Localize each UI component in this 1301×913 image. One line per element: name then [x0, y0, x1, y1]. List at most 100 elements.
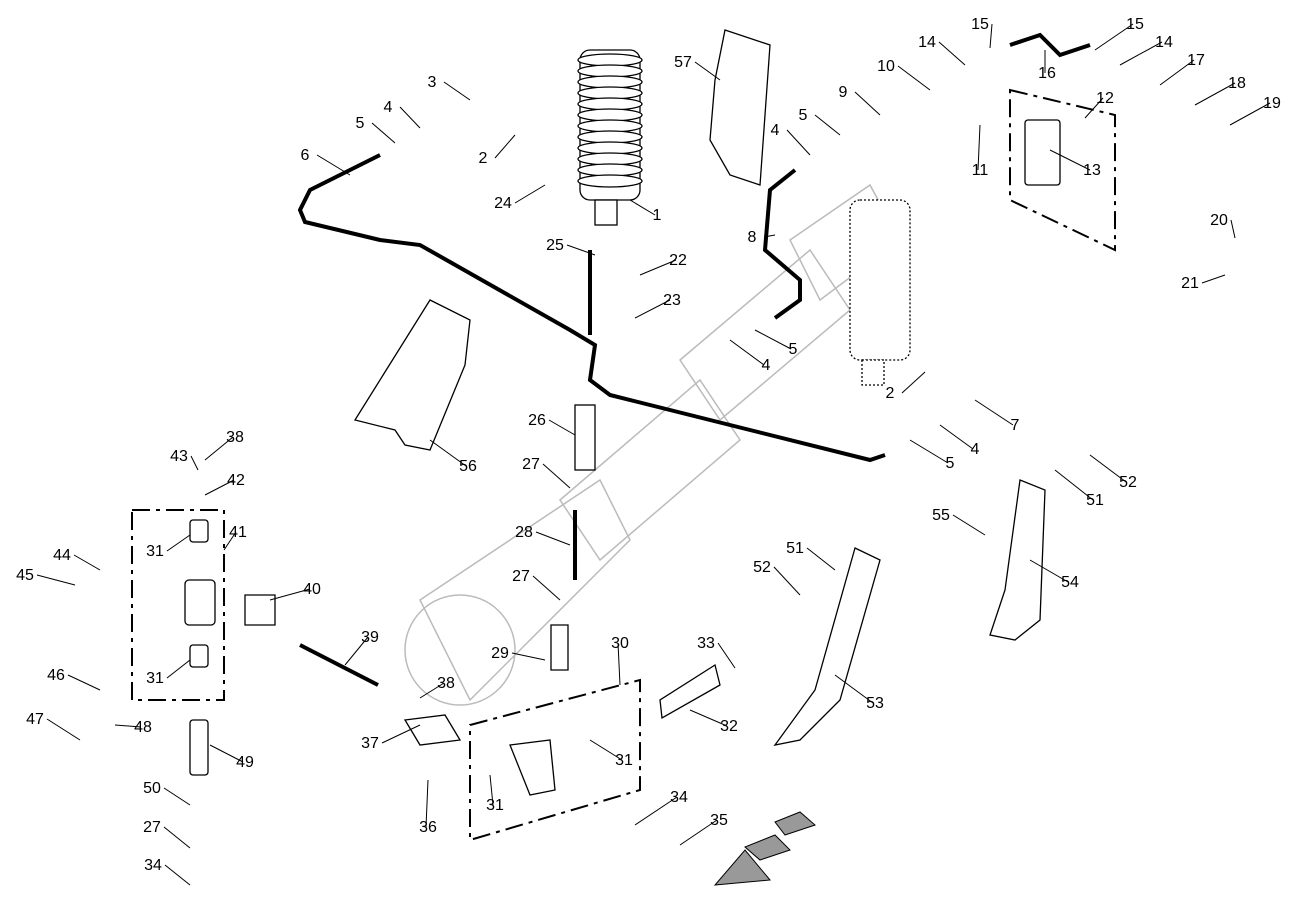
- leader-line: [425, 779, 429, 828]
- part-number-label: 1: [653, 207, 662, 224]
- spring-strut-left: [577, 49, 643, 226]
- leader-line: [73, 554, 101, 571]
- part-number-label: 19: [1263, 95, 1281, 112]
- spring-coil: [577, 53, 643, 67]
- leader-line: [190, 455, 199, 471]
- leader-line: [629, 199, 656, 216]
- leader-line: [489, 774, 494, 806]
- part-number-label: 9: [839, 84, 848, 101]
- leader-line: [952, 514, 986, 536]
- leader-line: [514, 184, 546, 204]
- leader-line: [1194, 82, 1236, 106]
- part-number-label: 57: [674, 54, 692, 71]
- part-number-label: 52: [1119, 474, 1137, 491]
- part-number-label: 2: [886, 385, 895, 402]
- leader-line: [535, 531, 571, 546]
- part-number-label: 30: [611, 635, 629, 652]
- leader-line: [67, 674, 101, 691]
- leader-line: [1229, 102, 1271, 126]
- part-number-label: 38: [226, 429, 244, 446]
- part-number-label: 27: [143, 819, 161, 836]
- leader-line: [511, 652, 546, 661]
- leader-line: [1054, 469, 1094, 501]
- part-number-label: 36: [419, 819, 437, 836]
- part-number-label: 14: [1155, 34, 1173, 51]
- part-number-label: 31: [146, 543, 164, 560]
- leader-line: [542, 463, 571, 489]
- leader-line: [1119, 41, 1163, 66]
- part-number-label: 24: [494, 195, 512, 212]
- leader-line: [974, 399, 1014, 426]
- leader-line: [381, 724, 421, 744]
- leader-line: [1084, 97, 1104, 119]
- leader-line: [566, 244, 596, 256]
- leader-line: [1089, 454, 1127, 483]
- part-number-label: 5: [789, 341, 798, 358]
- part-number-label: 8: [748, 229, 757, 246]
- leader-line: [901, 371, 926, 394]
- part-number-label: 31: [146, 670, 164, 687]
- leader-line: [679, 819, 718, 846]
- leader-line: [786, 129, 811, 156]
- leader-line: [164, 864, 191, 886]
- part-number-label: 23: [663, 292, 681, 309]
- leader-line: [763, 234, 776, 238]
- leader-line: [163, 826, 191, 849]
- part-number-label: 29: [491, 645, 509, 662]
- leader-line: [1230, 219, 1236, 239]
- part-number-label: 5: [799, 107, 808, 124]
- spring-coil: [577, 174, 643, 188]
- part-number-label: 45: [16, 567, 34, 584]
- part-number-label: 13: [1083, 162, 1101, 179]
- part-number-label: 47: [26, 711, 44, 728]
- leader-line: [639, 259, 677, 276]
- part-number-label: 25: [546, 237, 564, 254]
- leader-line: [1201, 274, 1226, 284]
- part-number-label: 2: [479, 150, 488, 167]
- leader-line: [617, 642, 621, 686]
- part-number-label: 3: [428, 74, 437, 91]
- part-number-label: 4: [971, 441, 980, 458]
- part-number-label: 46: [47, 667, 65, 684]
- part-number-label: 50: [143, 780, 161, 797]
- part-number-label: 5: [946, 455, 955, 472]
- leader-line: [166, 534, 191, 552]
- part-number-label: 31: [615, 752, 633, 769]
- leader-line: [1094, 23, 1134, 51]
- part-number-label: 26: [528, 412, 546, 429]
- leader-line: [989, 23, 993, 49]
- part-number-label: 4: [762, 357, 771, 374]
- part-number-label: 11: [972, 162, 989, 179]
- spring-coil: [577, 108, 643, 122]
- part-number-label: 4: [771, 122, 780, 139]
- part-number-label: 22: [669, 252, 687, 269]
- part-number-label: 17: [1187, 52, 1205, 69]
- leader-line: [532, 575, 561, 601]
- leader-line: [419, 682, 445, 699]
- watermark-logo: [404, 183, 901, 706]
- part-number-label: 56: [459, 458, 477, 475]
- stabilizer-rod: [297, 32, 1091, 463]
- leader-line: [166, 659, 191, 679]
- leader-line: [834, 674, 874, 704]
- leader-line: [689, 709, 728, 727]
- spring-coil: [577, 86, 643, 100]
- part-number-label: 44: [53, 547, 71, 564]
- leader-line: [939, 424, 974, 450]
- part-number-label: 32: [720, 718, 738, 735]
- leader-line: [854, 91, 881, 116]
- direction-arrow: [713, 811, 816, 886]
- part-number-label: 41: [229, 524, 247, 541]
- leader-line: [114, 724, 142, 728]
- leader-line: [223, 531, 237, 551]
- part-number-label: 28: [515, 524, 533, 541]
- leader-line: [717, 642, 736, 669]
- part-number-label: 49: [236, 754, 254, 771]
- part-number-label: 53: [866, 695, 884, 712]
- leader-line: [209, 744, 244, 763]
- part-number-label: 16: [1038, 65, 1056, 82]
- part-number-label: 31: [486, 797, 504, 814]
- leader-line: [204, 436, 234, 461]
- spring-coil: [577, 75, 643, 89]
